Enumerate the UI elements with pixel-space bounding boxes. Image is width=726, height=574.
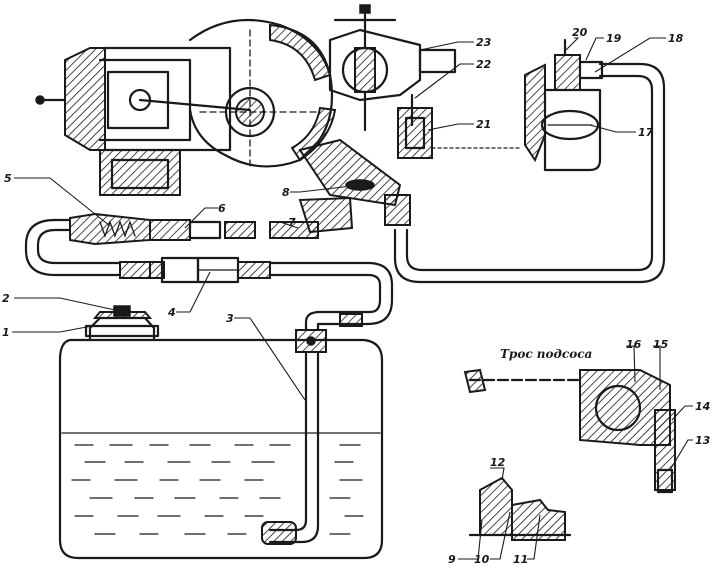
fuel-line-upper (393, 62, 666, 284)
fuel-line-left-loop (24, 218, 122, 277)
callout-21: 21 (476, 118, 491, 131)
callout-2: 2 (2, 292, 10, 305)
callout-9: 9 (448, 553, 456, 566)
engine-cylinder (35, 46, 252, 152)
choke-lever-assembly (463, 368, 676, 494)
callout-6: 6 (218, 202, 226, 215)
callout-12: 12 (490, 456, 506, 469)
fuel-tank (58, 305, 384, 560)
callout-20: 20 (572, 26, 588, 39)
callout-18: 18 (668, 32, 684, 45)
callout-11: 11 (513, 553, 528, 566)
intake-pipe (298, 138, 411, 234)
fuel-filter (119, 256, 271, 284)
fuel-cock (295, 329, 327, 353)
callout-10: 10 (474, 553, 490, 566)
callout-16: 16 (626, 338, 642, 351)
callout-13: 13 (695, 434, 711, 447)
callout-23: 23 (476, 36, 492, 49)
leader-lines (12, 37, 693, 560)
fitting-detail (468, 476, 572, 541)
callout-labels: 1 2 3 4 5 6 7 8 9 10 11 12 13 14 15 16 1… (2, 26, 711, 566)
callout-19: 19 (606, 32, 622, 45)
callout-22: 22 (476, 58, 492, 71)
engine-mount (99, 149, 181, 196)
auxiliary-tank (524, 38, 604, 172)
callout-8: 8 (282, 186, 290, 199)
filler-neck (84, 305, 160, 342)
choke-cable-label: Трос подсоса (500, 347, 592, 361)
callout-5: 5 (4, 172, 12, 185)
fuel-pickup-tube (261, 350, 320, 545)
carburetor (328, 4, 457, 159)
crankcase (188, 18, 337, 171)
fuel-pump (69, 212, 319, 246)
callout-7: 7 (288, 216, 296, 229)
callout-17: 17 (638, 126, 654, 139)
callout-4: 4 (167, 306, 176, 319)
fuel-line-lower (268, 261, 394, 332)
callout-1: 1 (2, 326, 10, 339)
callout-3: 3 (226, 312, 234, 325)
callout-14: 14 (695, 400, 710, 413)
callout-15: 15 (653, 338, 669, 351)
fuel-level-dashes (71, 444, 364, 535)
